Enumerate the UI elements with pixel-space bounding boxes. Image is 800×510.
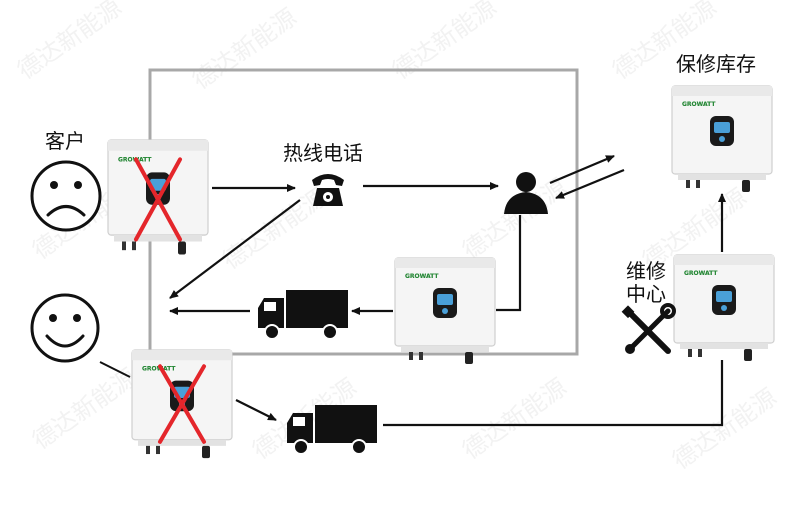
arrow-agent-to-replacement [496,215,522,312]
repair-center-label-line1: 维修 [626,259,666,283]
svg-text:GROWATT: GROWATT [405,273,439,280]
arrow-truck-to-repair [383,360,724,427]
telephone-icon [312,174,344,206]
happy-face-icon [30,293,100,363]
red-cross-icon [134,157,182,242]
flow-arrows [169,154,726,427]
svg-text:GROWATT: GROWATT [684,270,718,277]
faulty-inverter-customer: GROWATT [107,139,209,256]
repair-center-label-line2: 中心 [626,282,666,306]
arrow-agent-to-warehouse [549,154,615,185]
svg-text:GROWATT: GROWATT [682,101,716,108]
svg-text:德达新能源: 德达新能源 [187,3,301,95]
truck-icon [257,289,349,340]
svg-text:德达新能源: 德达新能源 [217,183,331,275]
svg-text:德达新能源: 德达新能源 [12,0,126,85]
hotline-label: 热线电话 [283,141,363,165]
svg-text:德达新能源: 德达新能源 [457,373,571,465]
red-cross-icon [158,364,206,444]
svg-text:德达新能源: 德达新能源 [387,0,501,85]
svg-text:德达新能源: 德达新能源 [27,363,141,455]
sad-face-icon [30,160,102,232]
agent-person-icon [504,172,548,214]
faulty-inverter-returned: GROWATT [131,349,233,459]
arrow-warehouse-to-agent [555,168,625,200]
customer-label: 客户 [45,129,85,153]
warehouse-inverter: GROWATT [671,85,773,193]
repair-center-inverter: GROWATT [673,254,775,362]
svg-text:德达新能源: 德达新能源 [667,383,781,475]
svg-text:GROWATT: GROWATT [142,365,176,372]
tools-icon [621,303,676,354]
arrow-faulty-to-truck [235,399,277,421]
arrow-face-to-device [99,361,131,378]
replacement-inverter: GROWATT [394,257,496,365]
arrow-hotline-to-customer [169,199,301,299]
warehouse-label: 保修库存 [676,52,756,76]
